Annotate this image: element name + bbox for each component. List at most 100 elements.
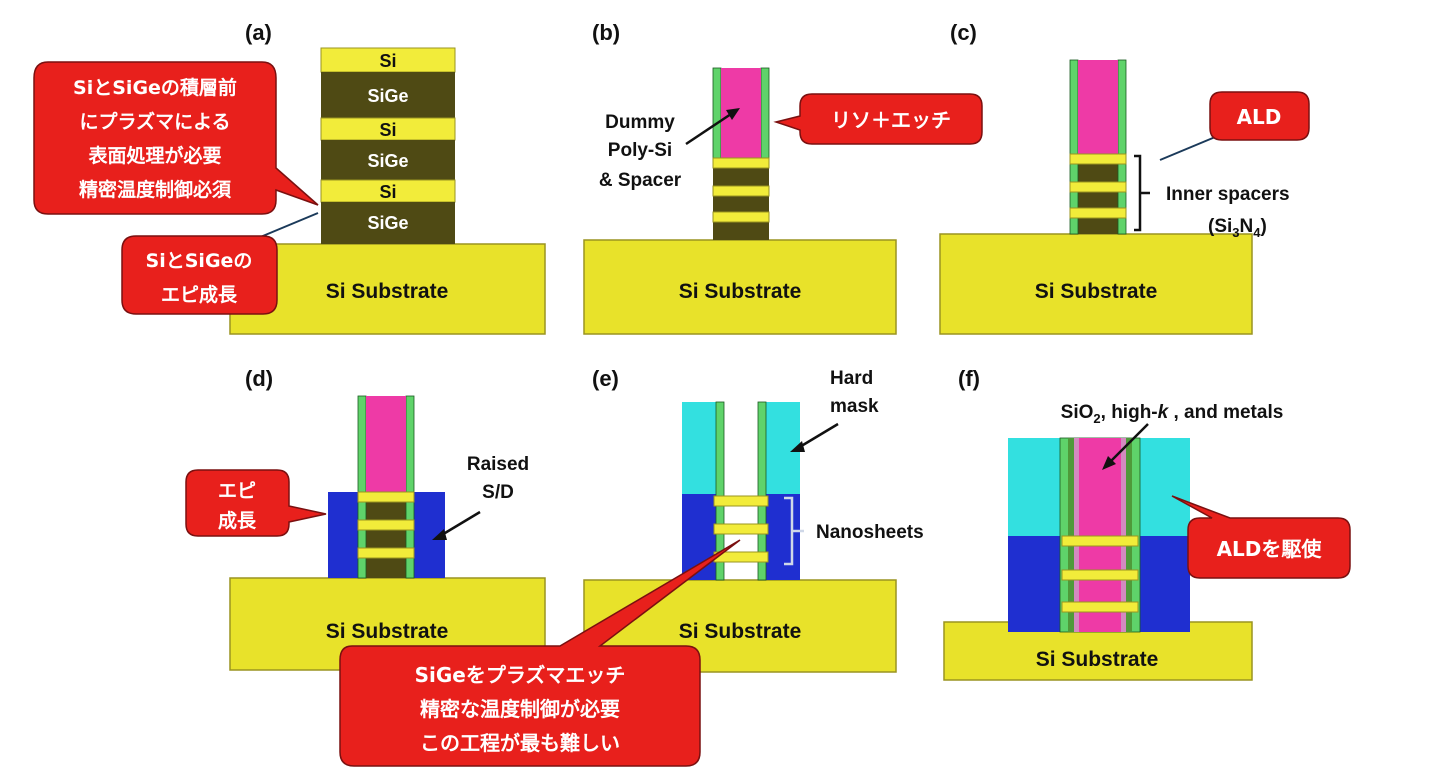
layer-sige-3 <box>321 202 455 244</box>
panel-f-substrate-label: Si Substrate <box>1036 648 1159 671</box>
panel-e: (e) Si Substrate Hard mask Nanosheets Si… <box>339 366 924 767</box>
panel-b-si-2 <box>712 185 770 197</box>
panel-b-substrate-label: Si Substrate <box>679 280 802 303</box>
panel-d-substrate-label: Si Substrate <box>326 620 449 643</box>
panel-c-callout-text: ALD <box>1237 105 1282 129</box>
panel-a-callout-bottom-line2: エピ成長 <box>161 283 238 306</box>
panel-c-callout <box>1209 91 1310 141</box>
panel-c-formula-open: (Si <box>1208 216 1232 237</box>
panel-f-anno-a: SiO <box>1061 402 1094 423</box>
panel-e-callout-line3: この工程が最も難しい <box>420 731 620 755</box>
layer-sige-2 <box>321 140 455 180</box>
panel-d-dummy-poly <box>366 396 406 492</box>
panel-c-formula-close: ) <box>1260 216 1266 237</box>
panel-e-annotation-top-line1: Hard <box>830 368 873 389</box>
panel-e-nanosheet-1 <box>713 495 769 507</box>
panel-e-bracket <box>784 496 804 566</box>
panel-a-callout-bottom-line1: SiとSiGeの <box>146 250 253 272</box>
panel-d-annotation-line1: Raised <box>467 454 529 475</box>
panel-f-nanosheet-3 <box>1061 601 1139 613</box>
panel-d-arrowhead <box>432 529 447 540</box>
panel-d-si-2 <box>357 519 415 531</box>
panel-d-label: (d) <box>245 366 273 391</box>
panel-f-anno-b: , high- <box>1101 402 1158 423</box>
panel-f: (f) Si Substrate SiO2, high-k , and meta… <box>943 366 1351 681</box>
layer-si-2-label: Si <box>379 120 396 140</box>
panel-b-annotation-line1: Dummy <box>605 112 675 133</box>
panel-f-anno-c: , and metals <box>1168 402 1283 423</box>
panel-b-annotation-line3: & Spacer <box>599 170 682 191</box>
panel-e-hardmask-left <box>682 402 716 494</box>
panel-d-si-3 <box>357 547 415 559</box>
panel-e-substrate-label: Si Substrate <box>679 620 802 643</box>
panel-a-callout-top-line3: 表面処理が必要 <box>88 144 221 167</box>
panel-c-substrate-label: Si Substrate <box>1035 280 1158 303</box>
panel-a-substrate-label: Si Substrate <box>326 280 449 303</box>
panel-b-dummy-poly <box>721 68 761 158</box>
panel-d-annotation-line2: S/D <box>482 482 514 503</box>
panel-a-substrate <box>229 243 546 335</box>
panel-c-dummy-poly <box>1078 60 1118 154</box>
panel-a-callout-top-line2: にプラズマによる <box>79 110 230 133</box>
panel-c-annotation: Inner spacers <box>1166 184 1290 205</box>
panel-e-annotation-top-line2: mask <box>830 396 879 417</box>
panel-a-callout-bottom <box>121 235 278 315</box>
panel-c-formula: (Si3N4) <box>1208 216 1267 240</box>
panel-e-hardmask-right <box>766 402 800 494</box>
panel-e-label: (e) <box>592 366 619 391</box>
panel-d-si-1 <box>357 491 415 503</box>
panel-b-arrow <box>685 110 735 146</box>
panel-d-callout-line1: エピ <box>218 480 256 502</box>
panel-d-callout <box>185 469 327 537</box>
panel-c-formula-mid: N <box>1240 216 1254 237</box>
panel-c-si-2 <box>1069 181 1127 193</box>
layer-sige-1 <box>321 72 455 118</box>
layer-sige-1-label: SiGe <box>367 86 408 106</box>
panel-d: (d) Si Substrate Raised S/D エピ 成長 <box>185 366 546 671</box>
panel-e-callout <box>339 539 741 767</box>
layer-sige-2-label: SiGe <box>367 151 408 171</box>
panel-d-arrow <box>439 510 481 538</box>
panel-a-callout-top-line1: SiとSiGeの積層前 <box>73 76 237 99</box>
panel-e-spacer-left <box>715 401 725 581</box>
panel-f-label: (f) <box>958 366 980 391</box>
panel-a: (a) Si Substrate Si SiGe Si SiGe Si SiGe… <box>33 20 546 335</box>
panel-a-callout-top <box>33 61 319 215</box>
layer-si-3-label: Si <box>379 182 396 202</box>
panel-f-callout <box>1171 495 1351 579</box>
panel-a-label: (a) <box>245 20 272 45</box>
panel-b-spacer-right <box>760 67 770 159</box>
panel-f-nanosheet-1 <box>1061 535 1139 547</box>
panel-b-label: (b) <box>592 20 620 45</box>
panel-e-sd-right <box>766 494 800 580</box>
panel-f-metal-gate <box>1079 438 1121 632</box>
layer-sige-3-label: SiGe <box>367 213 408 233</box>
panel-e-annotation-side: Nanosheets <box>816 522 924 543</box>
panel-f-callout-text: ALDを駆使 <box>1217 537 1323 561</box>
panel-f-arrow <box>1109 423 1149 463</box>
panel-f-anno-sub: 2 <box>1093 411 1100 426</box>
panel-c-formula-sub1: 3 <box>1232 225 1239 240</box>
panel-b-callout <box>773 93 983 145</box>
panel-c-formula-sub2: 4 <box>1253 225 1261 240</box>
panel-e-arrow <box>797 422 839 450</box>
panel-b-substrate <box>583 239 897 335</box>
panel-f-nanosheet-2 <box>1061 569 1139 581</box>
panel-e-spacer-right <box>757 401 767 581</box>
layer-si-1-label: Si <box>379 51 396 71</box>
panel-a-pointer <box>257 212 319 239</box>
panel-e-arrowhead <box>790 441 805 452</box>
panel-d-callout-line2: 成長 <box>218 509 257 532</box>
panel-b-callout-text: リソ＋エッチ <box>831 108 951 132</box>
panel-b-si-1 <box>712 157 770 169</box>
panel-b: (b) Si Substrate Dummy Poly-Si & Spacer … <box>583 20 983 335</box>
panel-e-callout-line1: SiGeをプラズマエッチ <box>415 663 626 687</box>
layer-si-1 <box>320 47 456 73</box>
panel-c-si-3 <box>1069 207 1127 219</box>
panel-b-spacer-left <box>712 67 722 159</box>
panel-c-label: (c) <box>950 20 977 45</box>
panel-f-annotation: SiO2, high-k , and metals <box>1061 402 1284 426</box>
panel-e-callout-line2: 精密な温度制御が必要 <box>420 697 620 721</box>
